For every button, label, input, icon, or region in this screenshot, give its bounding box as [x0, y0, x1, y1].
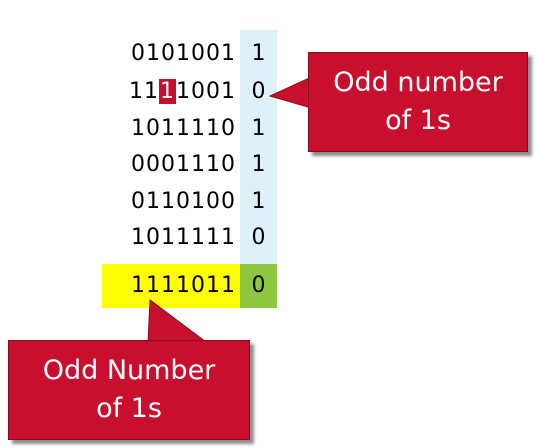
- data-row-bits: 0110100: [104, 184, 236, 220]
- column-parity-bits: 1111011: [131, 273, 236, 298]
- data-row-bits: 0101001: [104, 36, 236, 72]
- column-parity-bits-highlight: [102, 264, 240, 308]
- bottom-callout-tail: [147, 299, 208, 343]
- parity-bit: 1: [251, 41, 266, 66]
- parity-bit: 0: [251, 79, 266, 104]
- parity-bit: 0: [251, 225, 266, 250]
- data-row-bits: 0001110: [104, 147, 236, 183]
- callout-text: Odd number: [333, 67, 503, 98]
- parity-bit: 1: [251, 116, 266, 141]
- bits-text: 1011110: [131, 116, 236, 141]
- data-row-bits: 1011110: [104, 111, 236, 147]
- parity-bit: 1: [251, 189, 266, 214]
- data-row-bits: 1111001: [104, 74, 236, 110]
- parity-bit: 1: [251, 152, 266, 177]
- bits-text: 0110100: [131, 189, 236, 214]
- parity-column-background: [240, 30, 277, 308]
- column-parity-corner-bit: 0: [251, 273, 266, 298]
- column-parity-corner-highlight: [240, 264, 277, 308]
- bits-text: 0101001: [131, 41, 236, 66]
- right-callout: Odd number of 1s: [308, 52, 528, 152]
- bits-text: 11: [129, 79, 159, 104]
- callout-text: Odd Number: [42, 355, 216, 386]
- data-row-bits: 1011111: [104, 220, 236, 256]
- callout-text: of 1s: [96, 393, 162, 424]
- bits-text: 1011111: [131, 225, 236, 250]
- bits-text: 0001110: [131, 152, 236, 177]
- callout-text: of 1s: [385, 105, 451, 136]
- bottom-callout: Odd Number of 1s: [8, 340, 250, 440]
- flipped-bit-highlight: 1: [159, 79, 176, 104]
- bits-text: 1001: [176, 79, 236, 104]
